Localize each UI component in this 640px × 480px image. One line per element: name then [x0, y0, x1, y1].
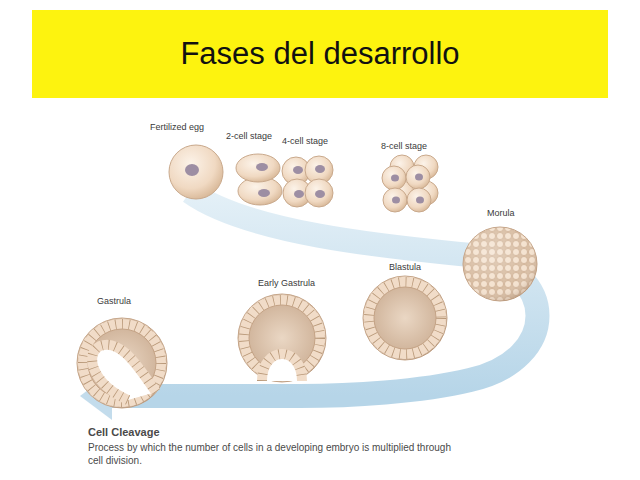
stage-label: 4-cell stage: [282, 136, 328, 147]
stage-label: Fertilized egg: [150, 122, 204, 133]
gastrula-part: [77, 318, 167, 408]
stage-label: Blastula: [389, 262, 421, 273]
figure-caption: Process by which the number of cells in …: [88, 441, 468, 467]
two-cell-stage: [236, 154, 282, 205]
early-gastrula-part: [262, 354, 302, 381]
gastrula-part: [92, 345, 156, 400]
morula-part: [463, 227, 537, 301]
fertilized-egg: [169, 145, 223, 199]
process-arrow-part: [112, 192, 538, 396]
fertilized-egg-part: [169, 145, 223, 199]
four-cell-stage-part: [293, 166, 303, 174]
early-gastrula-part: [262, 354, 302, 381]
caption-heading: Cell Cleavage: [88, 426, 160, 439]
morula: [463, 227, 537, 301]
gastrula-part: [83, 324, 161, 402]
eight-cell-stage-part: [415, 174, 423, 181]
eight-cell-stage-part: [382, 166, 406, 190]
blastula-part: [374, 287, 436, 349]
four-cell-stage: [282, 156, 333, 207]
process-arrow: [80, 192, 538, 420]
four-cell-stage-part: [315, 165, 325, 173]
early-gastrula-part: [238, 294, 326, 382]
two-cell-stage-part: [256, 163, 268, 171]
eight-cell-stage-part: [406, 165, 430, 189]
blastula-part: [363, 276, 447, 360]
eight-cell-stage-part: [392, 197, 400, 204]
eight-cell-stage-part: [391, 175, 399, 182]
blastula-part: [363, 276, 447, 360]
stage-label: 8-cell stage: [381, 141, 427, 152]
early-gastrula-part: [238, 294, 326, 382]
two-cell-stage-part: [258, 189, 270, 197]
eight-cell-stage-part: [407, 188, 431, 212]
stage-label: Early Gastrula: [258, 278, 315, 289]
two-cell-stage-part: [236, 154, 280, 182]
blastula: [363, 276, 447, 360]
four-cell-stage-part: [294, 190, 304, 198]
early-gastrula: [238, 294, 326, 382]
slide-title: Fases del desarrollo: [180, 36, 459, 72]
blastula-part: [369, 282, 441, 354]
four-cell-stage-part: [315, 190, 325, 198]
stage-label: Gastrula: [97, 296, 131, 307]
gastrula-part: [83, 324, 161, 402]
four-cell-stage-part: [305, 179, 333, 207]
title-bar: Fases del desarrollo: [32, 10, 608, 98]
morula-part: [463, 227, 537, 301]
eight-cell-stage-part: [383, 188, 407, 212]
blastula-part: [369, 282, 441, 354]
eight-cell-stage: [382, 155, 438, 212]
gastrula-part: [92, 345, 156, 400]
gastrula: [77, 318, 167, 408]
fertilized-egg-part: [185, 164, 199, 176]
eight-cell-stage-part: [416, 197, 424, 204]
stage-label: 2-cell stage: [226, 131, 272, 142]
gastrula-part: [77, 318, 167, 408]
stage-label: Morula: [487, 208, 515, 219]
